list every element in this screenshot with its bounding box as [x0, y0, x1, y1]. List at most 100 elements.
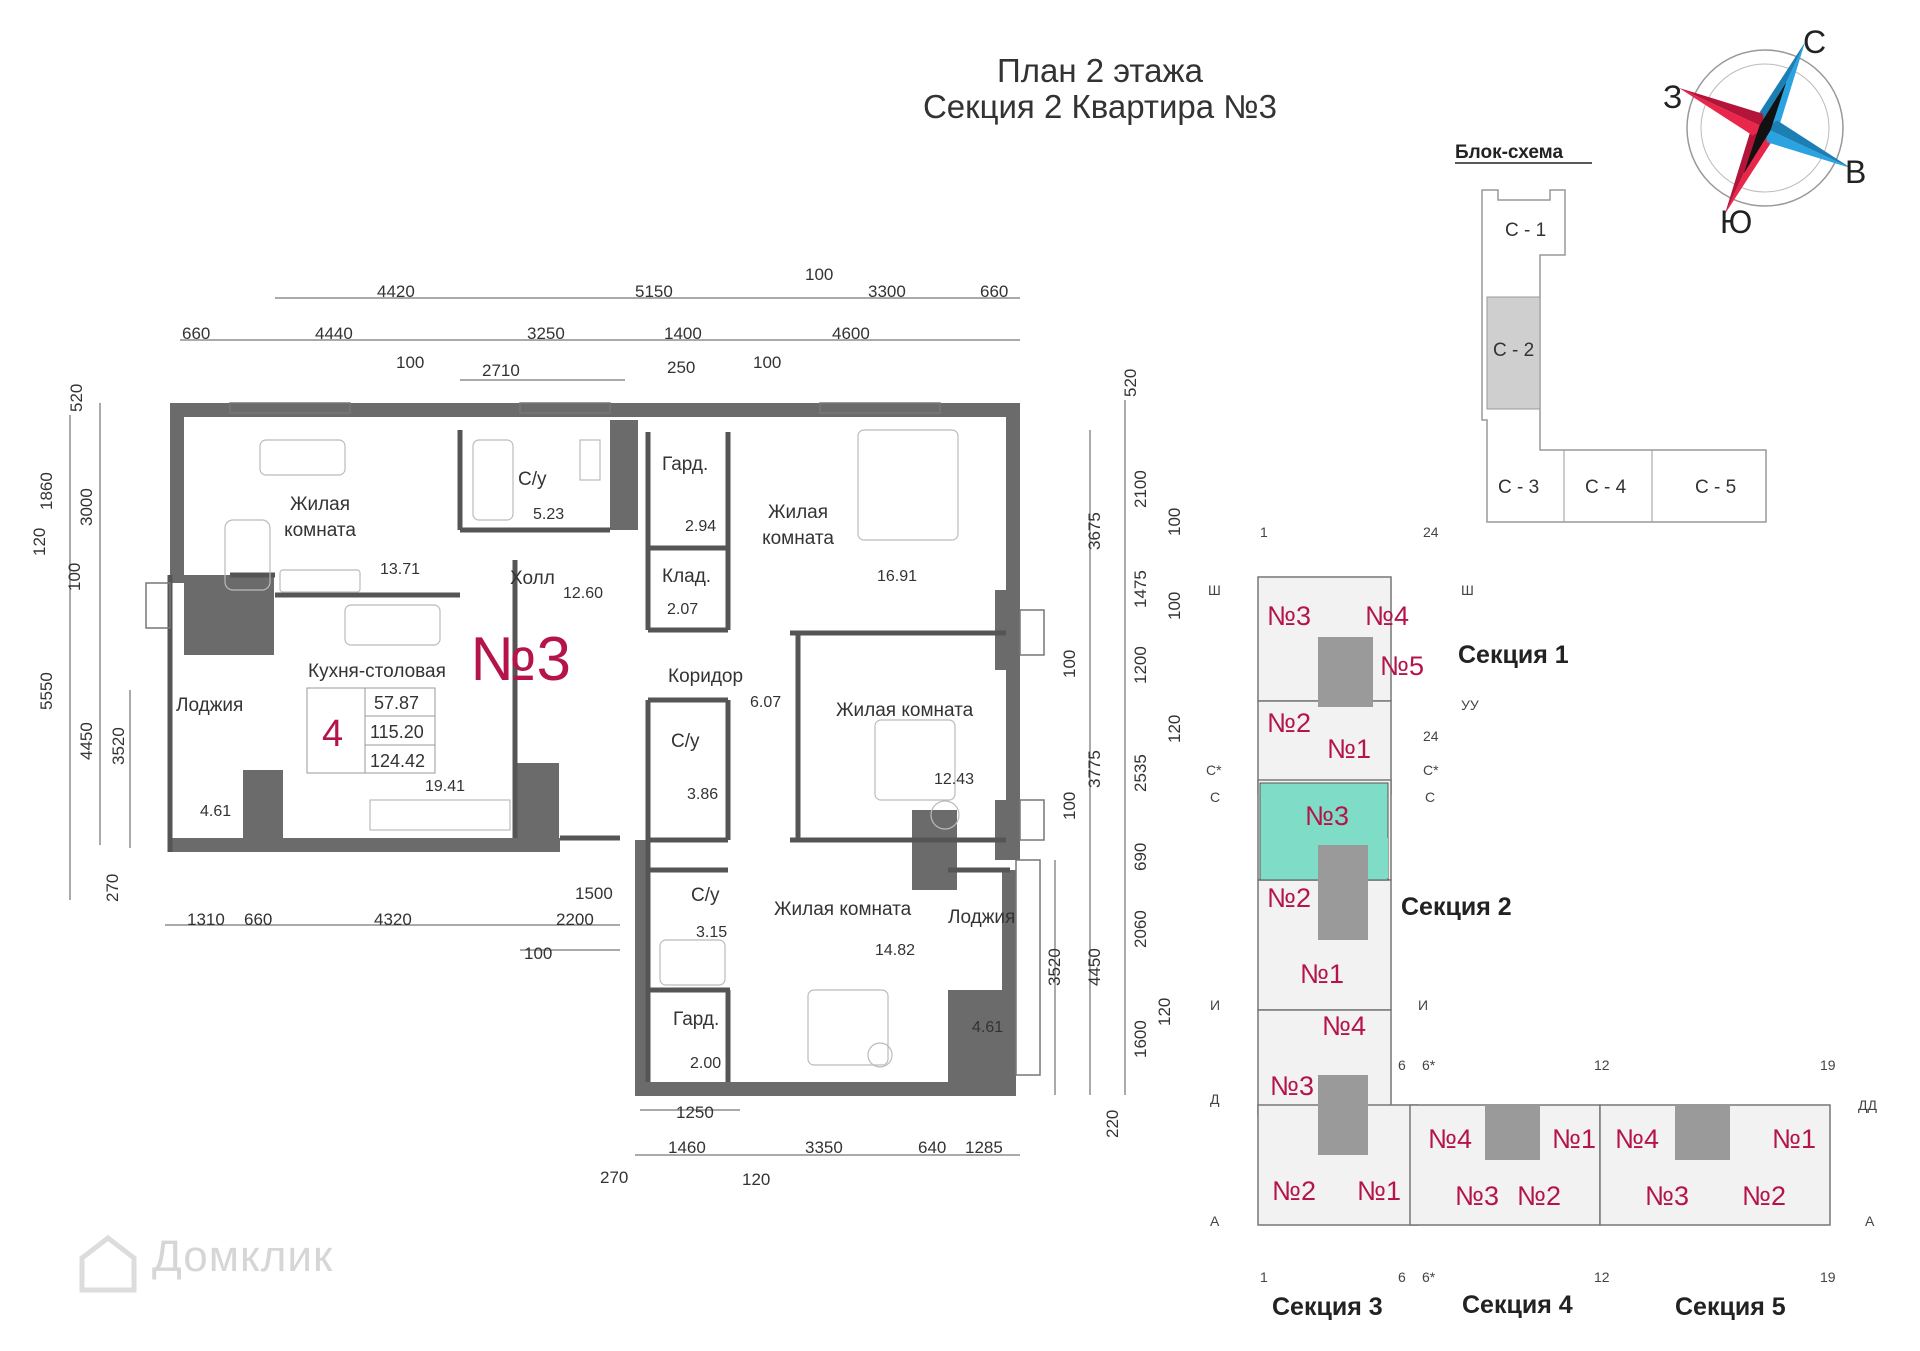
apartment-number-badge: №3: [470, 625, 571, 694]
dim-left1-c: 120: [30, 528, 49, 556]
domclick-logo-icon: [79, 1234, 137, 1293]
axis-12-top: 12: [1594, 1057, 1610, 1073]
compass-north-label: С: [1803, 24, 1826, 60]
room-bath-3-name: С/у: [691, 885, 720, 906]
dim-top3-d: 100: [753, 353, 781, 372]
room-bath-1-area: 5.23: [533, 506, 564, 523]
dim-left1-a: 520: [67, 384, 86, 412]
key-plan-axis-labels: 1 24 Ш С* С И Д А Ш УУ С* С И ДД А 24 6 …: [1206, 524, 1877, 1285]
room-hall-area: 12.60: [563, 585, 603, 602]
dim-bottom2-b: 660: [244, 910, 272, 929]
axis-top-1: 1: [1260, 524, 1268, 540]
dim-right1-i: 690: [1131, 843, 1150, 871]
axis-right-sh: Ш: [1461, 582, 1474, 598]
axis-left-cstar: С*: [1206, 762, 1222, 778]
area-living: 57.87: [374, 693, 419, 713]
dim-right1-c: 100: [1165, 508, 1184, 536]
dimension-labels: 4420 5150 100 3300 660 660 4440 3250 140…: [30, 265, 1184, 1189]
dim-bottom1-a: 1500: [575, 884, 613, 903]
dim-bottom5-d: 1285: [965, 1138, 1003, 1157]
room-corridor-name: Коридор: [668, 666, 743, 687]
axis-right-dd: ДД: [1858, 1097, 1877, 1113]
kp-s1-apt3: №3: [1267, 601, 1311, 631]
kp-s4-apt2: №2: [1517, 1181, 1561, 1211]
dim-right2-b: 100: [1060, 650, 1079, 678]
compass-west-label: З: [1663, 79, 1682, 115]
room-bath-2-name: С/у: [671, 731, 700, 752]
dim-top2-e: 4600: [832, 324, 870, 343]
room-living-1-name-l2: комната: [284, 520, 356, 541]
kp-s3-apt1: №1: [1357, 1176, 1401, 1206]
kp-s5-apt3: №3: [1645, 1181, 1689, 1211]
room-living-3-name: Жилая комната: [836, 700, 974, 721]
watermark-text: Домклик: [152, 1232, 334, 1281]
kp-s1-apt5: №5: [1380, 651, 1424, 681]
room-wardrobe-2-name: Гард.: [673, 1009, 719, 1030]
room-living-2-label: Жилая комната: [762, 502, 834, 549]
dim-top1-a: 4420: [377, 282, 415, 301]
room-kitchen-area: 19.41: [425, 778, 465, 795]
room-living-1-area: 13.71: [380, 561, 420, 578]
dim-right1-m: 220: [1103, 1110, 1122, 1138]
kp-s4-apt4: №4: [1428, 1124, 1472, 1154]
dim-top1-e: 660: [980, 282, 1008, 301]
dim-right1-h: 2535: [1131, 754, 1150, 792]
room-living-2-name-l2: комната: [762, 528, 834, 549]
dim-bottom2-a: 1310: [187, 910, 225, 929]
plan-title: План 2 этажа: [997, 52, 1203, 89]
dim-right1-k: 120: [1155, 998, 1174, 1026]
apartment-plan: Жилая комната 13.71 С/у 5.23 Гард. 2.94 Ж…: [145, 402, 1045, 1096]
axis-19-top: 19: [1820, 1057, 1836, 1073]
dim-left1-b: 1860: [37, 472, 56, 510]
kp-s3-apt2: №2: [1272, 1176, 1316, 1206]
area-table: 4 57.87 115.20 124.42: [306, 687, 436, 774]
kp-s1-apt4: №4: [1365, 601, 1409, 631]
kp-s4-apt3: №3: [1455, 1181, 1499, 1211]
kp-s2-apt2: №2: [1267, 883, 1311, 913]
rooms-count: 4: [322, 713, 343, 755]
block-c2-highlight: [1486, 296, 1541, 410]
area-total: 115.20: [370, 722, 424, 742]
dim-left1-e: 5550: [37, 672, 56, 710]
axis-19-bottom: 19: [1820, 1269, 1836, 1285]
compass-south-label: Ю: [1720, 204, 1752, 240]
section-2-label: Секция 2: [1401, 893, 1512, 921]
dim-right1-f: 1200: [1131, 646, 1150, 684]
dim-right3-a: 3520: [1045, 948, 1064, 986]
room-living-1-name-l1: Жилая: [290, 494, 350, 515]
axis-6star-top: 6*: [1422, 1057, 1436, 1073]
room-living-2-area: 16.91: [877, 568, 917, 585]
room-loggia-2-name: Лоджия: [948, 907, 1015, 928]
dim-top1-b: 5150: [635, 282, 673, 301]
room-wardrobe-1-name: Гард.: [662, 454, 708, 475]
axis-6-top: 6: [1398, 1057, 1406, 1073]
dim-top1-c: 100: [805, 265, 833, 284]
room-corridor-area: 6.07: [750, 694, 781, 711]
kp-s3-apt3: №3: [1270, 1071, 1314, 1101]
key-plan-section-labels: Секция 1 Секция 2 Секция 3 Секция 4 Секц…: [1272, 641, 1786, 1321]
kp-s2-apt1: №1: [1300, 959, 1344, 989]
room-loggia-1-name: Лоджия: [176, 695, 243, 716]
dim-right2-e: 4450: [1085, 948, 1104, 986]
block-c5: С - 5: [1695, 477, 1736, 498]
room-loggia-1-area: 4.61: [200, 803, 231, 820]
kp-s5-apt1: №1: [1772, 1124, 1816, 1154]
axis-12-bottom: 12: [1594, 1269, 1610, 1285]
axis-6star-bottom: 6*: [1422, 1269, 1436, 1285]
room-living-2-name-l1: Жилая: [768, 502, 828, 523]
axis-left-c: С: [1210, 789, 1220, 805]
dim-right1-b: 2100: [1131, 470, 1150, 508]
dim-bottom6-a: 270: [600, 1168, 628, 1187]
axis-6-bottom: 6: [1398, 1269, 1406, 1285]
kp-s2-apt3: №3: [1305, 801, 1349, 831]
dim-bottom2-d: 2200: [556, 910, 594, 929]
room-bath-1-name: С/у: [518, 469, 547, 490]
block-c3: С - 3: [1498, 477, 1539, 498]
dim-right1-g: 120: [1165, 715, 1184, 743]
axis-right-cstar: С*: [1423, 762, 1439, 778]
room-wardrobe-1-area: 2.94: [685, 518, 716, 535]
dim-top3-a: 100: [396, 353, 424, 372]
axis-left-a: А: [1210, 1213, 1220, 1229]
kp-s1-apt2: №2: [1267, 708, 1311, 738]
dim-right1-d: 1475: [1131, 570, 1150, 608]
